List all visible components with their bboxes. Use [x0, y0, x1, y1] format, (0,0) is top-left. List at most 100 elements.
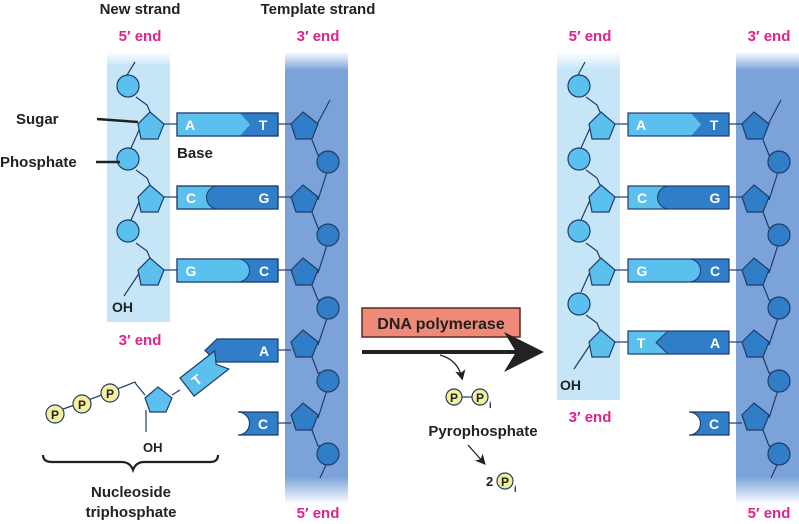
phosphate-icon [567, 147, 591, 171]
base-pair-2: C G [164, 185, 291, 210]
unpaired-template-base-a: A [204, 338, 291, 363]
base-label: Base [177, 145, 213, 162]
phosphate-icon [316, 296, 340, 320]
sugar-icon [290, 257, 319, 286]
new-strand-backbone [123, 61, 151, 297]
base-pair-1: A T [164, 112, 291, 137]
sugar-icon [290, 111, 319, 140]
base-c: C [710, 263, 720, 279]
oh-label-incoming: OH [143, 440, 163, 455]
template-strand-sugars [290, 111, 319, 431]
sugar-pointer [96, 117, 139, 124]
phosphate-label: P [78, 398, 86, 412]
phosphate-label: P [450, 391, 458, 405]
base-pair-3: G C [615, 258, 742, 283]
phosphate-icon [767, 150, 791, 174]
sugar-icon [741, 329, 770, 358]
sugar-icon [741, 184, 770, 213]
template-strand-3-end-label: 3′ end [748, 28, 791, 45]
sugar-icon [144, 386, 173, 413]
oh-label-new-strand: OH [560, 377, 581, 393]
template-strand-backbone [311, 99, 331, 479]
phosphate-icon [316, 150, 340, 174]
base-g: G [637, 263, 648, 279]
dna-polymerase-box [361, 307, 521, 338]
phosphate-label-text: Phosphate [0, 154, 77, 171]
base-a: A [636, 117, 646, 133]
phosphate-icon [316, 223, 340, 247]
phosphate-icon [316, 369, 340, 393]
base-t: T [259, 117, 268, 133]
sugar-icon [137, 184, 165, 213]
base-t: T [637, 335, 646, 351]
base-a: A [710, 335, 720, 351]
base-pair-4: T A [615, 330, 742, 355]
sugar-icon [290, 402, 319, 431]
base-c: C [186, 190, 196, 206]
sugar-icon [588, 184, 616, 213]
phosphate-icon [767, 369, 791, 393]
sugar-icon [588, 257, 616, 286]
phosphate-icon [116, 147, 140, 171]
subscript-i: i [514, 484, 517, 494]
base-g: G [259, 190, 270, 206]
left-panel: New strand Template strand 5′ end 3′ end… [0, 1, 375, 522]
nucleoside-caption-line2: triphosphate [86, 504, 177, 521]
new-strand-5-end-label: 5′ end [119, 28, 162, 45]
nucleoside-caption-line1: Nucleoside [91, 484, 171, 501]
base-a: A [185, 117, 195, 133]
phosphate-icon [767, 442, 791, 466]
phosphate-label: P [476, 391, 484, 405]
base-a: A [259, 343, 269, 359]
brace-icon [41, 454, 220, 474]
pyrophosphate: P P i [445, 388, 492, 410]
phosphate-icon [767, 223, 791, 247]
oh-label-new-strand: OH [112, 299, 133, 315]
template-strand-phosphates [316, 150, 340, 466]
new-strand-sugars [137, 111, 165, 286]
phosphate-icon [567, 292, 591, 316]
sugar-icon [588, 111, 616, 140]
base-pair-2: C G [615, 185, 742, 210]
sugar-icon [588, 329, 616, 358]
new-strand-phosphates [567, 74, 591, 316]
base-pair-3: G C [164, 258, 291, 283]
template-strand-backbone [762, 99, 782, 479]
base-g: G [186, 263, 197, 279]
pyrophosphate-label: Pyrophosphate [428, 423, 537, 440]
reaction: DNA polymerase P P i Pyrophosphate 2 P i [361, 307, 544, 494]
unpaired-template-base-c: C [237, 411, 291, 436]
unpaired-template-base-c: C [688, 411, 742, 436]
base-c: C [259, 263, 269, 279]
hydrolysis-arrow [467, 444, 486, 465]
base-c: C [258, 416, 268, 432]
phosphate-icon [471, 388, 489, 406]
template-strand-sugars [741, 111, 770, 431]
sugar-label: Sugar [16, 111, 59, 128]
phosphate-icon [116, 74, 140, 98]
sugar-icon [290, 329, 319, 358]
phosphate-label: P [106, 387, 114, 401]
phosphate-icon [116, 219, 140, 243]
sugar-icon [741, 257, 770, 286]
new-strand-band [107, 52, 170, 322]
sugar-icon [290, 184, 319, 213]
right-panel: 5′ end 3′ end 3′ end 5′ end OH [557, 28, 799, 522]
base-pair-1: A T [615, 112, 742, 137]
phosphate-icon [767, 296, 791, 320]
new-strand-backbone [573, 61, 601, 370]
new-strand-5-end-label: 5′ end [569, 28, 612, 45]
new-strand-title: New strand [100, 1, 181, 18]
base-g: G [710, 190, 721, 206]
base-c: C [709, 416, 719, 432]
phosphate-icon [496, 472, 514, 490]
sugar-icon [137, 111, 165, 140]
subscript-i: i [489, 400, 492, 410]
template-strand-5-end-label: 5′ end [297, 505, 340, 522]
phosphate-label: P [501, 475, 509, 489]
phosphate-icon [45, 404, 65, 424]
byproduct-arrow [439, 354, 466, 381]
phosphate-label: P [51, 408, 59, 422]
sugar-icon [741, 402, 770, 431]
